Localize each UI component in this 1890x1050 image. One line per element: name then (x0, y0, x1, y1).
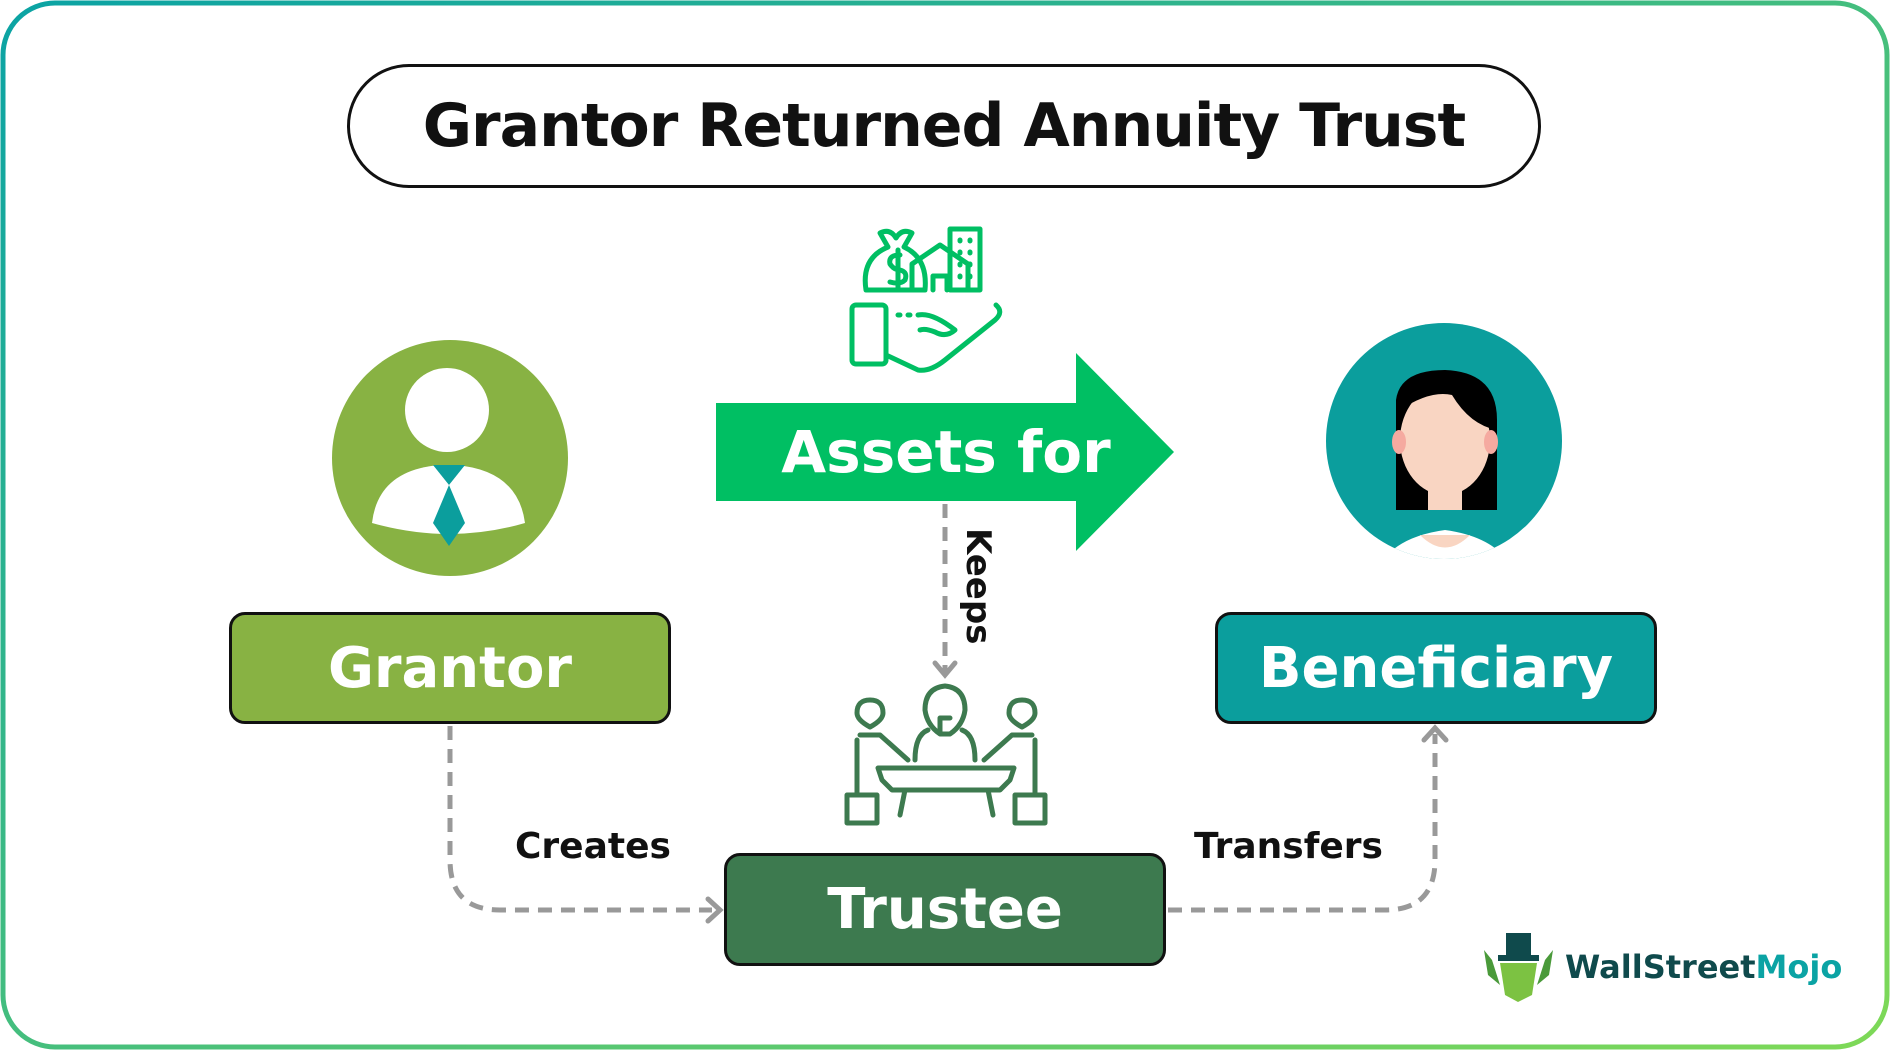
logo-text: WallStreetMojo (1565, 948, 1842, 986)
woman-avatar-icon (1326, 323, 1562, 559)
wallstreetmojo-logo: WallStreetMojo (1565, 930, 1842, 1004)
creates-connector (447, 726, 712, 913)
grantor-node: Grantor (229, 612, 671, 724)
transfers-label: Transfers (1194, 826, 1383, 867)
meeting-table-icon (844, 683, 1048, 826)
wallstreetmojo-logo-icon (1484, 933, 1553, 1002)
beneficiary-node: Beneficiary (1215, 612, 1657, 724)
creates-label: Creates (515, 826, 671, 867)
logo-text-part2: Mojo (1755, 948, 1843, 986)
trustee-node: Trustee (724, 853, 1166, 966)
assets-arrow-shape (716, 353, 1174, 551)
logo-text-part1: WallStreet (1565, 948, 1756, 986)
assets-arrow-label: Assets for (781, 418, 1111, 486)
businessman-avatar-icon (332, 340, 568, 576)
assets-in-hand-icon (849, 226, 1003, 373)
transfers-connector (1168, 734, 1438, 913)
page-title: Grantor Returned Annuity Trust (347, 64, 1541, 188)
keeps-label: Keeps (958, 528, 998, 645)
